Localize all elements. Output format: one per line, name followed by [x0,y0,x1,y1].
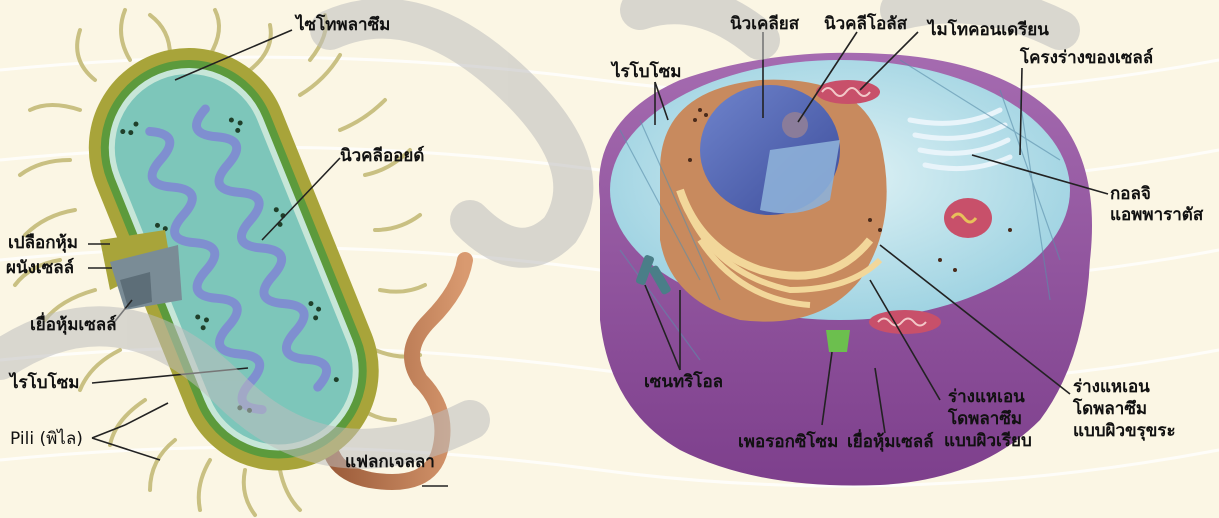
label-cell-membrane-euk: เยื่อหุ้มเซลล์ [847,432,934,452]
label-nucleolus: นิวคลีโอลัส [824,14,907,34]
label-peroxisome: เพอรอกซิโซม [738,432,838,452]
label-nucleoid: นิวคลีออยด์ [340,146,424,166]
label-golgi-1: กอลจิ [1110,184,1151,204]
label-smooth-er-2: โดพลาซึม [948,409,1022,429]
label-smooth-er-1: ร่างแหเอน [948,387,1025,407]
label-cell-wall: ผนังเซลล์ [6,258,74,278]
label-cytoskeleton: โครงร่างของเซลล์ [1020,48,1153,68]
label-smooth-er-3: แบบผิวเรียบ [944,431,1032,451]
label-golgi-2: แอพพาราตัส [1110,205,1203,225]
label-cell-membrane-prok: เยื่อหุ้มเซลล์ [30,315,117,335]
label-centriole: เซนทริโอล [644,372,723,392]
label-mitochondrion: ไมโทคอนเดรียน [928,20,1049,40]
label-flagellum: แฟลกเจลลา [345,452,435,472]
label-ribosome-euk: ไรโบโซม [612,62,681,82]
label-rough-er-2: โดพลาซึม [1073,399,1147,419]
label-rough-er-1: ร่างแหเอน [1073,377,1150,397]
nucleolus [782,112,808,138]
mitochondrion-3 [869,310,941,334]
label-nucleus: นิวเคลียส [730,14,799,34]
label-ribosome-prok: ไรโบโซม [10,373,79,393]
label-capsule: เปลือกหุ้ม [8,233,78,253]
peroxisome [826,330,850,352]
label-rough-er-3: แบบผิวขรุขระ [1073,421,1176,441]
label-cytoplasm: ไซโทพลาซึม [296,15,390,35]
mitochondrion-2 [944,198,992,238]
mitochondrion-1 [816,80,880,104]
label-pili: Pili (พิไล) [10,429,83,449]
